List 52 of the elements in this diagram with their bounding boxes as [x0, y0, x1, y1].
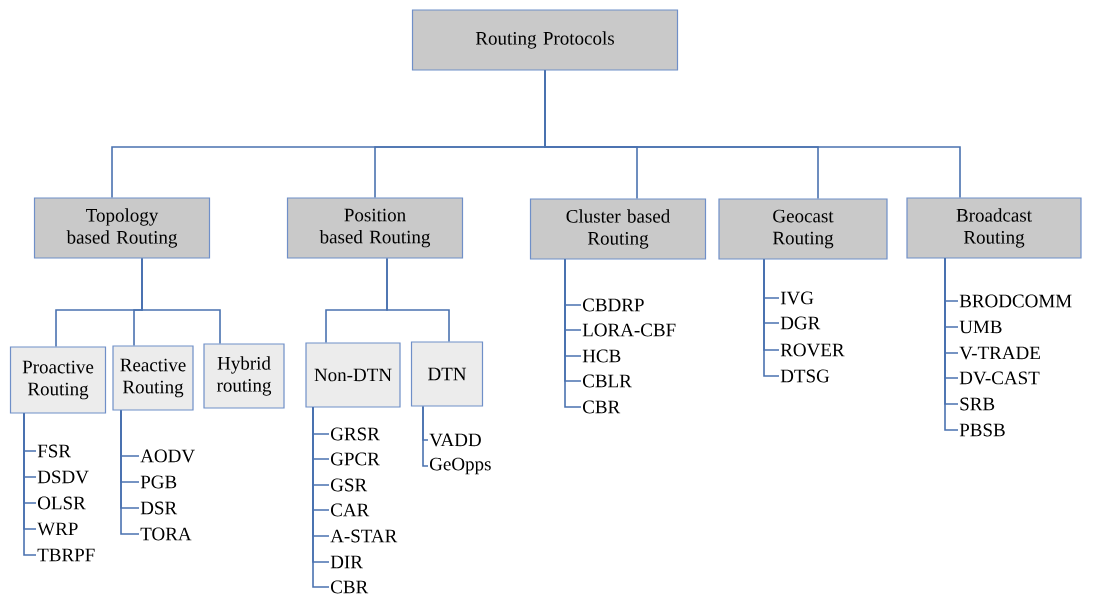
- protocol-label: PBSB: [959, 423, 1005, 437]
- protocol-label: CBR: [583, 400, 621, 414]
- protocol-label: LORA-CBF: [582, 323, 676, 337]
- subcategory-box: DTN: [410, 341, 484, 407]
- protocol-label: AODV: [140, 449, 195, 463]
- category-box: Cluster based Routing: [529, 198, 707, 260]
- connector-line: [564, 258, 582, 408]
- protocol-label: A-STAR: [330, 529, 398, 543]
- protocol-label: GPCR: [331, 452, 380, 466]
- connector-line: [422, 405, 429, 467]
- subcategory-box: Reactive Routing: [112, 345, 194, 411]
- protocol-label: TORA: [140, 527, 192, 541]
- category-box: Broadcast Routing: [906, 197, 1082, 259]
- connector-line: [386, 257, 450, 343]
- protocol-label: OLSR: [38, 496, 86, 510]
- protocol-label: DGR: [780, 316, 821, 330]
- category-box: Topology based Routing: [33, 197, 211, 259]
- protocol-label: IVG: [780, 291, 814, 305]
- subcategory-box: Non-DTN: [305, 342, 401, 408]
- connector-line: [141, 257, 221, 345]
- protocol-label: CBDRP: [583, 298, 644, 312]
- protocol-label: GSR: [331, 478, 368, 492]
- protocol-label: FSR: [37, 444, 71, 458]
- protocol-label: WRP: [37, 522, 78, 536]
- protocol-label: VADD: [429, 433, 481, 447]
- protocol-label: CBR: [331, 580, 369, 594]
- protocol-label: HCB: [582, 349, 621, 363]
- category-box: Position based Routing: [286, 197, 464, 259]
- protocol-label: ROVER: [780, 343, 845, 357]
- subcategory-box: Hybrid routing: [203, 343, 285, 409]
- protocol-label: BRODCOMM: [959, 294, 1072, 308]
- protocol-label: DV-CAST: [959, 371, 1040, 385]
- subcategory-box: Proactive Routing: [9, 346, 107, 414]
- protocol-label: CBLR: [583, 374, 632, 388]
- protocol-label: UMB: [959, 320, 1002, 334]
- root-box: Routing Protocols: [411, 9, 679, 71]
- protocol-label: GRSR: [331, 427, 380, 441]
- protocol-label: GeOpps: [430, 457, 491, 475]
- connector-line: [120, 409, 140, 535]
- protocol-label: CAR: [331, 503, 370, 517]
- protocol-label: SRB: [960, 397, 995, 411]
- protocol-label: DTSG: [780, 369, 830, 383]
- connector-line: [763, 258, 780, 377]
- protocol-label: DSR: [140, 501, 178, 515]
- protocol-label: TBRPF: [37, 548, 95, 562]
- connector-line: [544, 69, 961, 199]
- connector-line: [23, 412, 37, 556]
- protocol-label: PGB: [140, 475, 177, 489]
- protocol-label: DSDV: [37, 470, 89, 484]
- protocol-label: V-TRADE: [959, 346, 1040, 360]
- category-box: Geocast Routing: [718, 198, 888, 260]
- protocol-label: DIR: [330, 555, 363, 569]
